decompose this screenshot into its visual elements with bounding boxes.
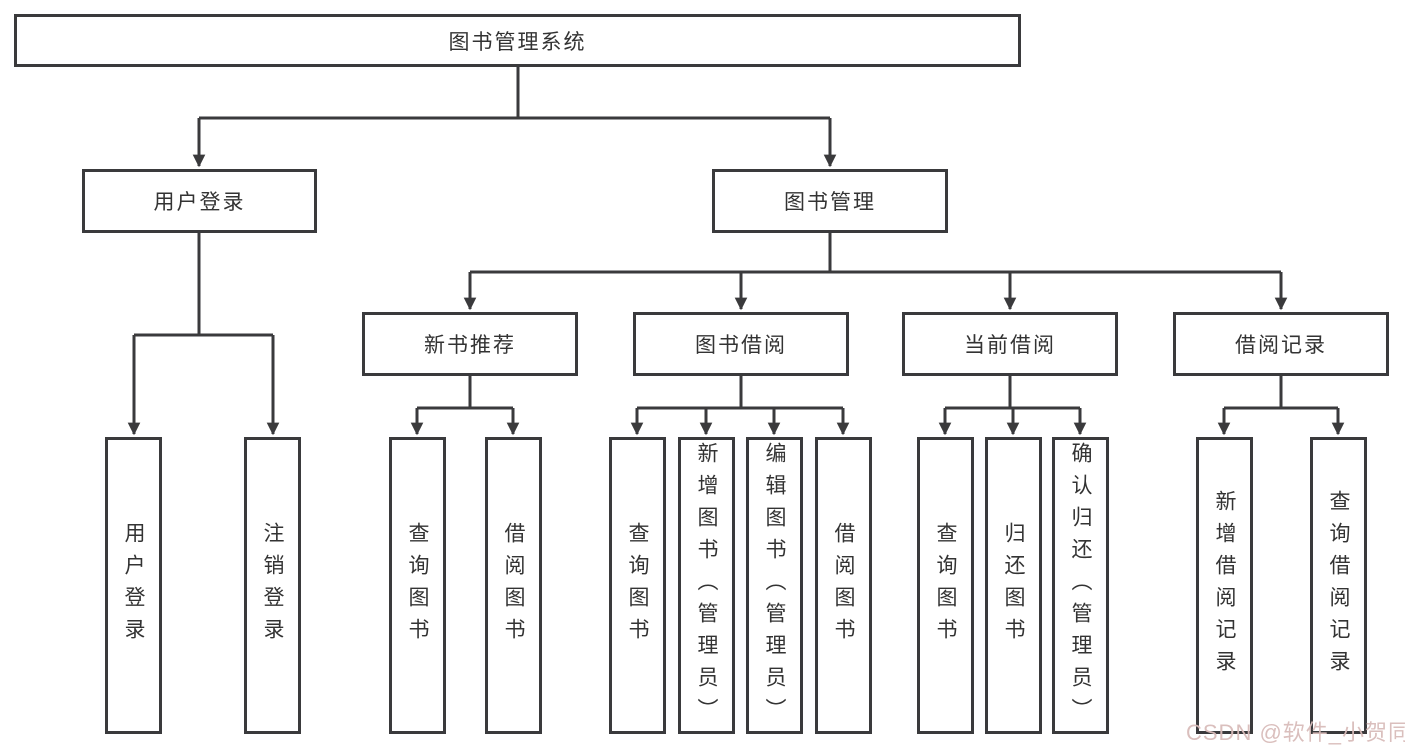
node-root-label: 图书管理系统 — [448, 30, 587, 54]
leaf-borrow-query-books-label: 查询图书 — [626, 521, 649, 650]
leaf-add-book-admin: 新增图书（管理员） — [678, 437, 735, 734]
leaf-borrow-query-books: 查询图书 — [609, 437, 666, 734]
leaf-borrow-books-label: 借阅图书 — [502, 521, 525, 650]
leaf-add-borrow-record: 新增借阅记录 — [1196, 437, 1253, 734]
leaf-add-book-admin-label: 新增图书（管理员） — [695, 441, 718, 730]
leaf-confirm-return-admin: 确认归还（管理员） — [1052, 437, 1109, 734]
leaf-query-borrow-record-label: 查询借阅记录 — [1327, 489, 1350, 682]
leaf-user-login-label: 用户登录 — [122, 521, 145, 650]
node-current-borrow: 当前借阅 — [902, 312, 1118, 376]
leaf-return-book-label: 归还图书 — [1002, 521, 1025, 650]
leaf-borrow-book: 借阅图书 — [815, 437, 872, 734]
leaf-borrow-book-label: 借阅图书 — [832, 521, 855, 650]
leaf-logout-label: 注销登录 — [261, 521, 284, 650]
node-new-book-recommend-label: 新书推荐 — [424, 334, 516, 357]
node-new-book-recommend: 新书推荐 — [362, 312, 578, 376]
leaf-user-login: 用户登录 — [105, 437, 162, 734]
leaf-confirm-return-admin-label: 确认归还（管理员） — [1069, 441, 1092, 730]
node-borrow-records-label: 借阅记录 — [1235, 334, 1327, 357]
node-user-login: 用户登录 — [82, 169, 317, 233]
leaf-query-borrow-record: 查询借阅记录 — [1310, 437, 1367, 734]
leaf-add-borrow-record-label: 新增借阅记录 — [1213, 489, 1236, 682]
leaf-borrow-books: 借阅图书 — [485, 437, 542, 734]
leaf-edit-book-admin: 编辑图书（管理员） — [746, 437, 803, 734]
node-book-borrow-label: 图书借阅 — [695, 334, 787, 357]
node-borrow-records: 借阅记录 — [1173, 312, 1389, 376]
node-book-borrow: 图书借阅 — [633, 312, 849, 376]
leaf-query-books-label: 查询图书 — [406, 521, 429, 650]
node-current-borrow-label: 当前借阅 — [964, 334, 1056, 357]
leaf-current-query-books: 查询图书 — [917, 437, 974, 734]
node-book-management: 图书管理 — [712, 169, 948, 233]
leaf-edit-book-admin-label: 编辑图书（管理员） — [763, 441, 786, 730]
leaf-logout: 注销登录 — [244, 437, 301, 734]
leaf-query-books: 查询图书 — [389, 437, 446, 734]
leaf-return-book: 归还图书 — [985, 437, 1042, 734]
node-book-management-label: 图书管理 — [784, 191, 876, 214]
leaf-current-query-books-label: 查询图书 — [934, 521, 957, 650]
node-root: 图书管理系统 — [14, 14, 1021, 67]
node-user-login-label: 用户登录 — [153, 191, 246, 214]
watermark-text: CSDN @软件_小贺同学 — [1186, 720, 1405, 745]
